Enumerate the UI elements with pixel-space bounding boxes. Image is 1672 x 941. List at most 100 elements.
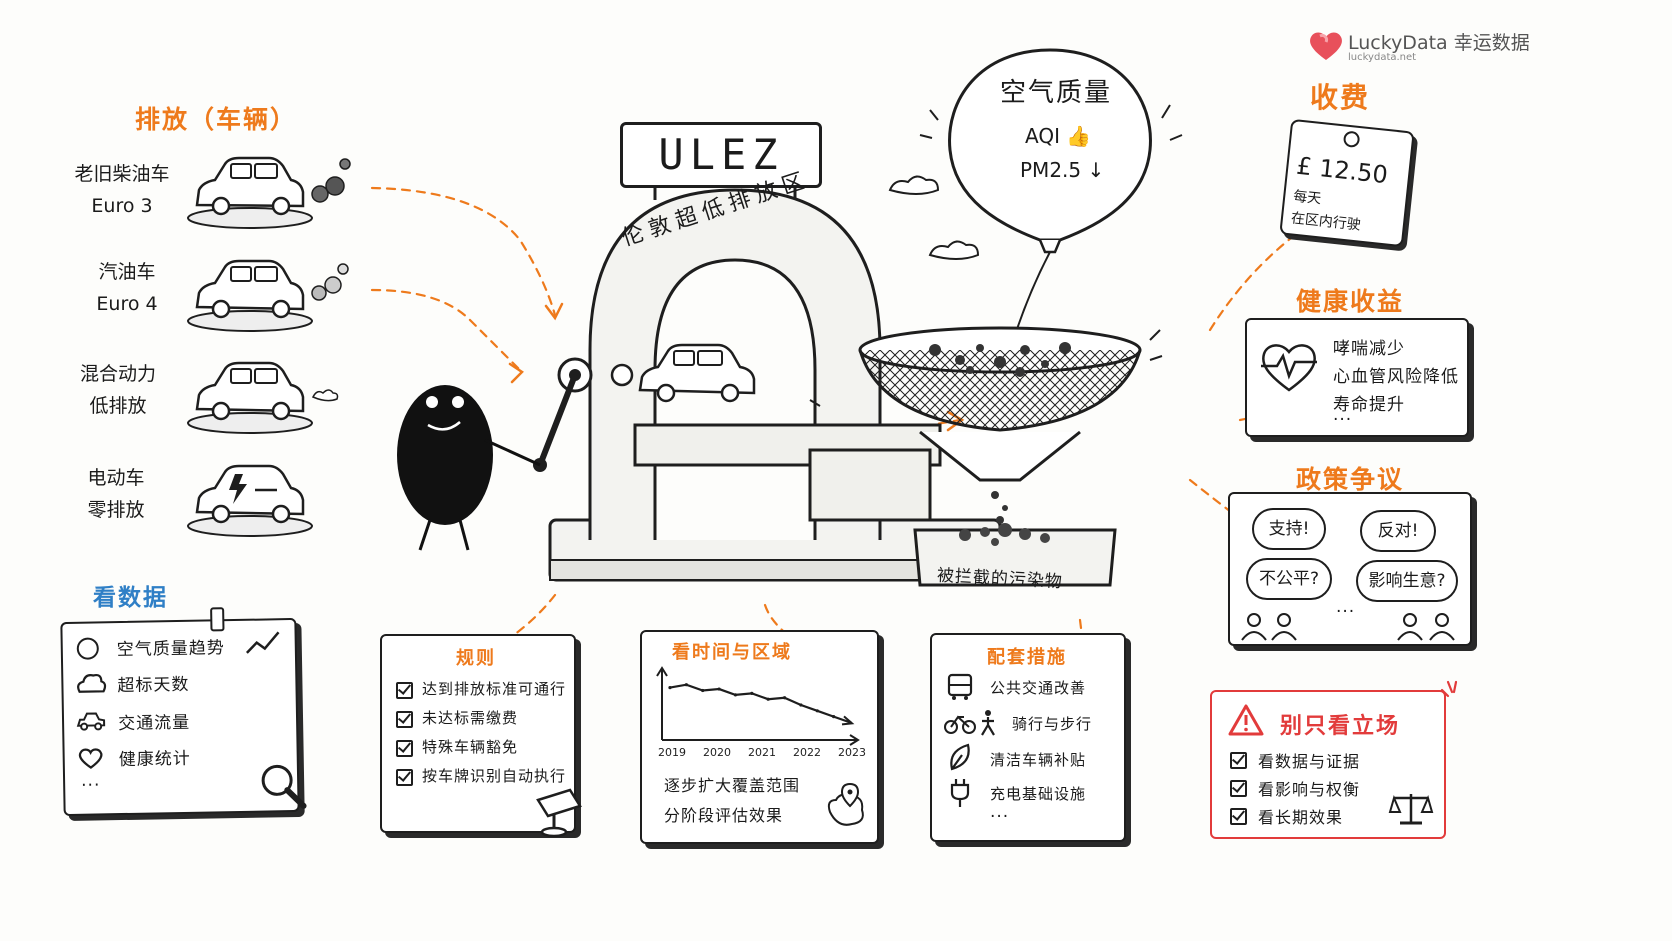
pollutant-sieve bbox=[809, 326, 1163, 587]
rule-item: 未达标需缴费 bbox=[422, 709, 519, 727]
heart-pulse-icon bbox=[1261, 344, 1317, 392]
thumbs-up-icon: 👍 bbox=[1066, 124, 1092, 148]
alert-rays-icon bbox=[1440, 680, 1458, 698]
chart-point bbox=[782, 696, 787, 700]
chart-tick-label: 2022 bbox=[793, 746, 821, 759]
data-item: 空气质量趋势 bbox=[116, 638, 225, 661]
measure-item: 骑行与步行 bbox=[1012, 715, 1093, 733]
trend-line-icon bbox=[245, 631, 280, 654]
aqi-label: AQI 👍 bbox=[1025, 124, 1092, 148]
chart-point bbox=[815, 709, 819, 713]
data-item: 超标天数 bbox=[117, 674, 190, 697]
vehicle-label-petrol: 汽油车 Euro 4 bbox=[96, 261, 158, 315]
emissions-title: 排放（车辆） bbox=[135, 105, 298, 134]
chart-y-arrow bbox=[656, 666, 668, 677]
fee-line2: 在区内行驶 bbox=[1290, 210, 1362, 234]
health-item: 寿命提升 bbox=[1333, 395, 1405, 415]
car-icon bbox=[76, 712, 106, 731]
brand-name: LuckyData 幸运数据 bbox=[1348, 32, 1530, 54]
chart-tick-label: 2023 bbox=[838, 746, 866, 759]
chart-point bbox=[733, 693, 738, 697]
chart-point bbox=[717, 687, 721, 691]
speech-bubble-business: 影响生意? bbox=[1356, 560, 1458, 602]
speech-bubble-unfair: 不公平? bbox=[1246, 558, 1332, 600]
data-item: 交通流量 bbox=[117, 712, 191, 735]
checkbox-icon bbox=[1230, 752, 1247, 769]
brand-url: luckydata.net bbox=[1348, 52, 1417, 63]
air-quality-balloon bbox=[888, 48, 1183, 336]
pushpin-icon bbox=[210, 607, 225, 632]
measures-title: 配套措施 bbox=[987, 647, 1067, 668]
fee-tag: £ 12.50 每天 在区内行驶 bbox=[1279, 118, 1415, 248]
chart-point bbox=[701, 688, 705, 693]
chart-point bbox=[766, 697, 770, 701]
chart-point bbox=[750, 691, 754, 695]
data-item: 健康统计 bbox=[118, 748, 191, 771]
time-region-line2: 分阶段评估效果 bbox=[664, 806, 784, 825]
health-item: 心血管风险降低 bbox=[1333, 367, 1459, 387]
speech-bubble-support: 支持! bbox=[1252, 508, 1326, 550]
fee-amount: £ 12.50 bbox=[1295, 151, 1390, 190]
bike-walk-icon bbox=[944, 710, 995, 736]
vehicle-label-electric: 电动车 零排放 bbox=[87, 467, 145, 521]
chart-point bbox=[684, 683, 688, 687]
data-more: ··· bbox=[81, 775, 101, 796]
camera-icon bbox=[536, 788, 582, 838]
bus-icon bbox=[947, 673, 973, 700]
ulez-sign: ULEZ bbox=[620, 122, 822, 188]
tag-hole-icon bbox=[1342, 130, 1361, 149]
rules-box: 规则 达到排放标准可通行 未达标需缴费 特殊车辆豁免 按车牌识别自动执行 bbox=[380, 634, 582, 838]
health-more: ··· bbox=[1333, 410, 1353, 430]
fee-title: 收费 bbox=[1310, 81, 1371, 114]
chart-tick-label: 2020 bbox=[703, 746, 731, 759]
electric-car-icon bbox=[187, 464, 313, 537]
chart-x-arrow bbox=[849, 734, 860, 746]
policy-box: 支持! 反对! 不公平? 影响生意? ··· bbox=[1228, 492, 1472, 646]
map-pin-icon bbox=[827, 782, 864, 826]
chart-point bbox=[668, 686, 672, 690]
policy-more: ··· bbox=[1336, 602, 1356, 622]
old-diesel-car-icon bbox=[187, 156, 351, 229]
health-box: 哮喘减少 心血管风险降低 寿命提升 ··· bbox=[1245, 318, 1469, 437]
chart-series-line bbox=[669, 683, 851, 724]
rule-item: 达到排放标准可通行 bbox=[422, 680, 567, 698]
plug-icon bbox=[950, 779, 970, 807]
chart-tick-label: 2021 bbox=[748, 746, 776, 759]
measures-box: 配套措施 公共交通改善 骑行与步行 清洁车辆补贴 充电基础设施 ··· bbox=[930, 633, 1126, 842]
stance-box: 别只看立场 看数据与证据 看影响与权衡 看长期效果 bbox=[1210, 680, 1458, 839]
measure-item: 清洁车辆补贴 bbox=[990, 751, 1087, 769]
rule-item: 特殊车辆豁免 bbox=[422, 738, 519, 756]
chart-line-arrow bbox=[841, 715, 855, 726]
heart-icon bbox=[78, 748, 103, 769]
rules-title: 规则 bbox=[456, 648, 496, 669]
air-quality-title: 空气质量 bbox=[1000, 78, 1113, 108]
data-panel-box: 空气质量趋势 超标天数 交通流量 健康统计 ··· bbox=[60, 607, 307, 817]
checkbox-icon bbox=[396, 740, 413, 757]
health-title: 健康收益 bbox=[1296, 287, 1405, 316]
stance-item: 看影响与权衡 bbox=[1258, 780, 1361, 799]
time-region-title: 看时间与区域 bbox=[672, 642, 792, 663]
trend-chart: 2019 2020 2021 2022 2023 bbox=[656, 666, 866, 759]
ulez-gate-machine bbox=[397, 178, 1002, 582]
fee-line1: 每天 bbox=[1292, 188, 1322, 208]
heart-logo-icon bbox=[1310, 32, 1342, 60]
people-icon bbox=[1241, 613, 1455, 641]
data-panel-title: 看数据 bbox=[93, 585, 168, 611]
chart-tick-label: 2019 bbox=[658, 746, 686, 759]
cloud-icon bbox=[77, 673, 107, 693]
measures-more: ··· bbox=[990, 807, 1010, 827]
pm25-label: PM2.5 ↓ bbox=[1020, 158, 1105, 182]
health-item: 哮喘减少 bbox=[1333, 339, 1405, 359]
stance-item: 看数据与证据 bbox=[1258, 752, 1361, 771]
clock-icon bbox=[76, 637, 99, 660]
policy-title: 政策争议 bbox=[1296, 465, 1405, 494]
leaf-icon bbox=[950, 743, 970, 771]
chart-point bbox=[832, 715, 836, 719]
scales-icon bbox=[1388, 794, 1434, 825]
vehicle-label-hybrid: 混合动力 低排放 bbox=[79, 363, 156, 417]
warning-icon bbox=[1228, 704, 1264, 736]
time-region-line1: 逐步扩大覆盖范围 bbox=[664, 776, 801, 795]
petrol-car-icon bbox=[187, 259, 349, 332]
measure-item: 充电基础设施 bbox=[990, 785, 1087, 803]
brand-logo: LuckyData 幸运数据 luckydata.net bbox=[1308, 28, 1648, 68]
